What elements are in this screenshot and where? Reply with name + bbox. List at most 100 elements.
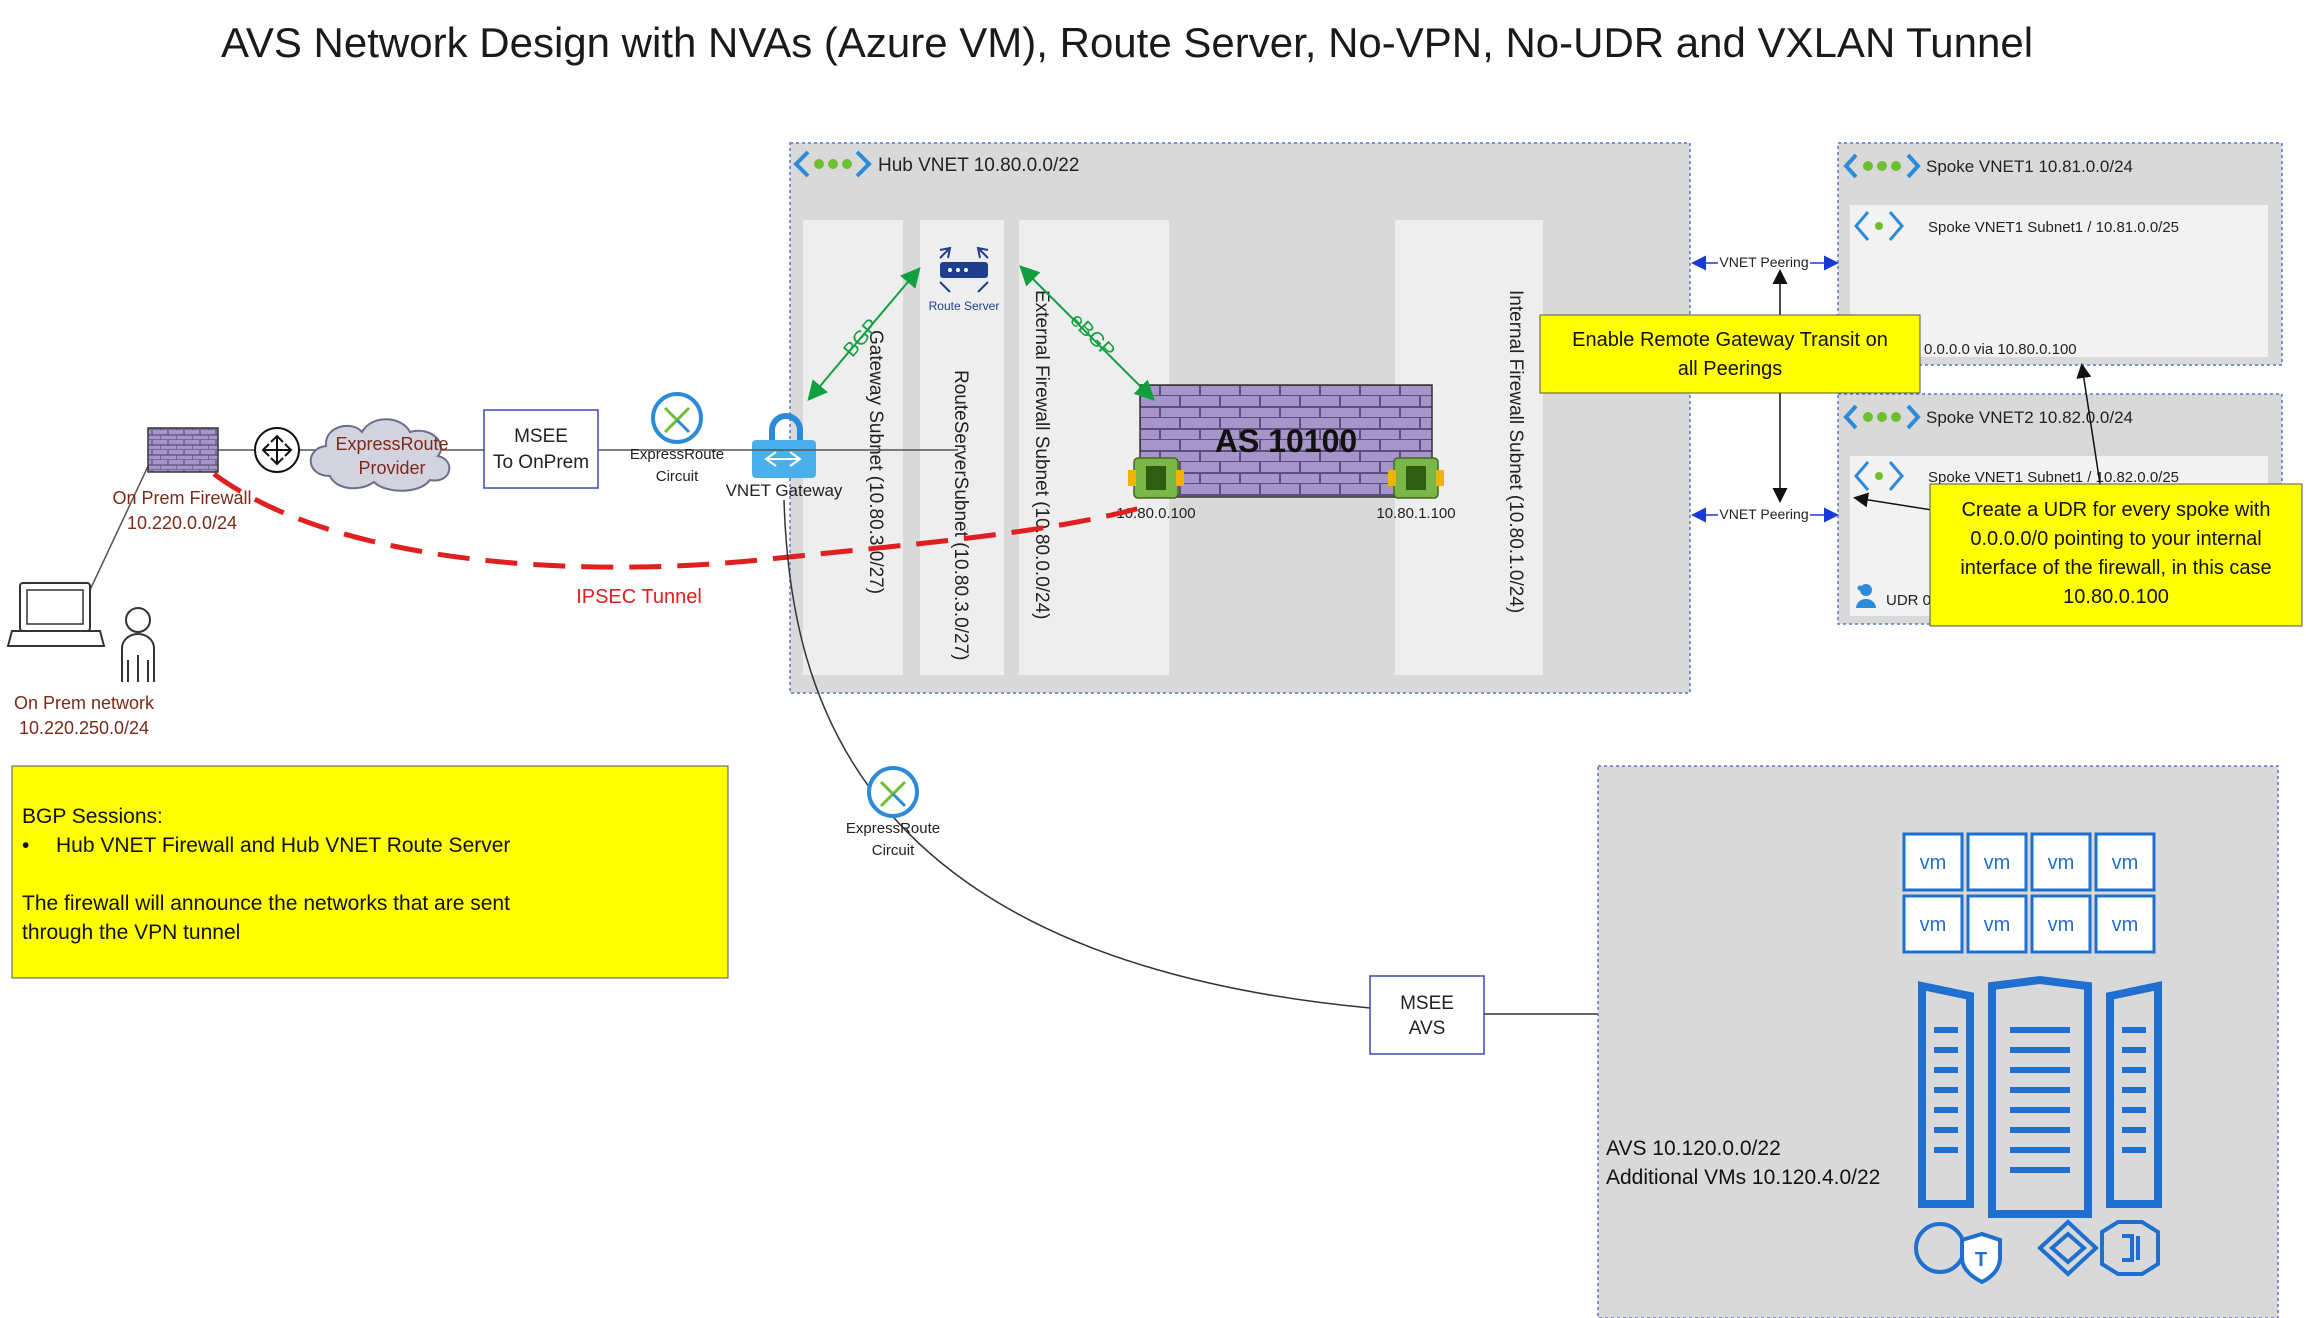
- firewall-nva: [1139, 384, 1433, 498]
- vm-tile: [2094, 832, 2156, 892]
- ebgp-arrow: [1019, 265, 1155, 401]
- datacenter-icon: [1918, 975, 2162, 1218]
- internal-subnet-label: Internal Firewall Subnet (10.80.1.0/24): [1505, 290, 1526, 613]
- bracket-icon: [2100, 1220, 2160, 1276]
- udr-note: Create a UDR for every spoke with 0.0.0.…: [1929, 483, 2303, 627]
- vnet-icon: [1843, 404, 1921, 430]
- route-server-label: Route Server: [929, 299, 1000, 313]
- vm-label: vm: [1984, 852, 2011, 874]
- router-icon: [254, 427, 300, 473]
- gateway-subnet: [803, 220, 903, 675]
- expressroute-circuit-icon: [867, 766, 919, 818]
- vm-label: vm: [1984, 914, 2011, 936]
- bgp-sessions-note: BGP Sessions: • Hub VNET Firewall and Hu…: [11, 765, 729, 979]
- udr-icon: [1856, 584, 1876, 608]
- peering-label-spoke2: VNET Peering: [1719, 506, 1808, 522]
- spoke1-label: Spoke VNET1 10.81.0.0/24: [1926, 157, 2133, 176]
- udr-note-arrow-spoke2: [1853, 492, 1933, 511]
- vm-tile: [1902, 832, 1964, 892]
- nic-internal-icon: [1388, 457, 1444, 499]
- vnet-icon: [793, 150, 872, 178]
- onprem-network-link: [89, 461, 151, 591]
- msee-avs-line1: MSEE: [1400, 993, 1454, 1014]
- firewall-as-label: AS 10100: [1215, 423, 1357, 459]
- remote-gateway-note: Enable Remote Gateway Transit on all Pee…: [1539, 314, 1921, 394]
- msee-onprem-line1: MSEE: [514, 426, 568, 447]
- remote-gateway-note-line1: Enable Remote Gateway Transit on: [1572, 329, 1888, 351]
- udr-note-arrow-spoke1: [2076, 363, 2101, 485]
- ipsec-tunnel: [212, 471, 1141, 570]
- onprem-firewall-label: On Prem Firewall: [112, 488, 251, 508]
- udr-note-line1: Create a UDR for every spoke with: [1961, 499, 2270, 521]
- vm-tile: [1902, 894, 1964, 954]
- bgp-arrow: [807, 266, 921, 402]
- avs-label-line2: Additional VMs 10.120.4.0/22: [1606, 1166, 1880, 1189]
- subnet-icon: [1854, 461, 1904, 491]
- globe-shield-icon: T: [1914, 1222, 2002, 1285]
- cloud-icon: [309, 418, 451, 492]
- remote-gateway-note-line2: all Peerings: [1678, 358, 1783, 380]
- onprem-network-net: 10.220.250.0/24: [19, 718, 149, 738]
- diagram-title: AVS Network Design with NVAs (Azure VM),…: [221, 19, 2033, 66]
- hub-vnet: Hub VNET 10.80.0.0/22 Gateway Subnet (10…: [789, 142, 1691, 694]
- avs-circuit-line2: Circuit: [872, 842, 915, 859]
- expressroute-circuit-icon: [651, 392, 703, 444]
- msee-avs: MSEE AVS: [1369, 975, 1485, 1055]
- route-server-subnet: [920, 220, 1004, 675]
- spoke1-subnet-label: Spoke VNET1 Subnet1 / 10.81.0.0/25: [1928, 219, 2179, 236]
- bgp-sessions-bullet: Hub VNET Firewall and Hub VNET Route Ser…: [56, 834, 510, 857]
- vm-label: vm: [2112, 914, 2139, 936]
- bgp-sessions-line2: through the VPN tunnel: [22, 921, 240, 944]
- spoke-vnet1: Spoke VNET1 10.81.0.0/24 Spoke VNET1 Sub…: [1837, 142, 2283, 366]
- layers-icon: [2037, 1219, 2099, 1277]
- route-server-icon: [939, 246, 989, 293]
- bgp-sessions-bullet-dot: •: [22, 834, 29, 857]
- nic-external-icon: [1128, 457, 1184, 499]
- udr-note-line4: 10.80.0.100: [2063, 586, 2169, 608]
- vm-label: vm: [1920, 914, 1947, 936]
- vm-label: vm: [2048, 852, 2075, 874]
- msee-onprem: MSEE To OnPrem: [483, 409, 599, 489]
- vm-label: vm: [2112, 852, 2139, 874]
- nic-internal-ip: 10.80.1.100: [1376, 505, 1455, 522]
- route-server-subnet-label: RouteServerSubnet (10.80.3.0/27): [950, 370, 971, 660]
- vm-grid: vm vm vm vm vm vm vm vm: [1902, 832, 2156, 954]
- msee-onprem-line2: To OnPrem: [493, 452, 589, 473]
- bgp-sessions-heading: BGP Sessions:: [22, 805, 163, 828]
- vm-label: vm: [1920, 852, 1947, 874]
- avs-label-line1: AVS 10.120.0.0/22: [1606, 1137, 1781, 1160]
- user-icon: [121, 607, 155, 682]
- vm-tile: [1966, 894, 2028, 954]
- onprem-network-label: On Prem network: [14, 693, 155, 713]
- udr-note-line3: interface of the firewall, in this case: [1960, 557, 2271, 579]
- udr-note-line2: 0.0.0.0/0 pointing to your internal: [1970, 528, 2261, 550]
- bgp-sessions-line1: The firewall will announce the networks …: [22, 892, 510, 915]
- laptop-icon: [6, 582, 106, 647]
- provider-label-line1: ExpressRoute: [335, 434, 448, 454]
- avs-circuit-line1: ExpressRoute: [846, 820, 940, 837]
- onprem-circuit-line1: ExpressRoute: [630, 446, 724, 463]
- vm-tile: [2094, 894, 2156, 954]
- msee-avs-line2: AVS: [1409, 1018, 1446, 1039]
- external-subnet-label: External Firewall Subnet (10.80.0.0/24): [1031, 290, 1052, 620]
- onprem-firewall-net: 10.220.0.0/24: [127, 513, 237, 533]
- avs-container: AVS 10.120.0.0/22 Additional VMs 10.120.…: [1597, 765, 2279, 1318]
- vnet-icon: [1843, 153, 1921, 179]
- udr-label: UDR 0: [1886, 592, 1931, 609]
- spoke1-route: 0.0.0.0 via 10.80.0.100: [1924, 341, 2077, 358]
- gateway-subnet-label: Gateway Subnet (10.80.3.0/27): [865, 330, 886, 594]
- spoke2-label: Spoke VNET2 10.82.0.0/24: [1926, 408, 2133, 427]
- vm-tile: [2030, 894, 2092, 954]
- onprem-firewall-icon: [147, 427, 219, 473]
- svg-text:T: T: [1975, 1249, 1987, 1271]
- peering-label-spoke1: VNET Peering: [1719, 254, 1808, 270]
- hub-vnet-label: Hub VNET 10.80.0.0/22: [878, 155, 1079, 176]
- subnet-icon: [1854, 211, 1904, 241]
- vnet-gateway-label: VNET Gateway: [726, 481, 843, 500]
- onprem-circuit-line2: Circuit: [656, 468, 699, 485]
- vm-label: vm: [2048, 914, 2075, 936]
- vm-tile: [2030, 832, 2092, 892]
- ipsec-label: IPSEC Tunnel: [576, 586, 702, 608]
- spoke2-subnet-label: Spoke VNET1 Subnet1 / 10.82.0.0/25: [1928, 469, 2179, 486]
